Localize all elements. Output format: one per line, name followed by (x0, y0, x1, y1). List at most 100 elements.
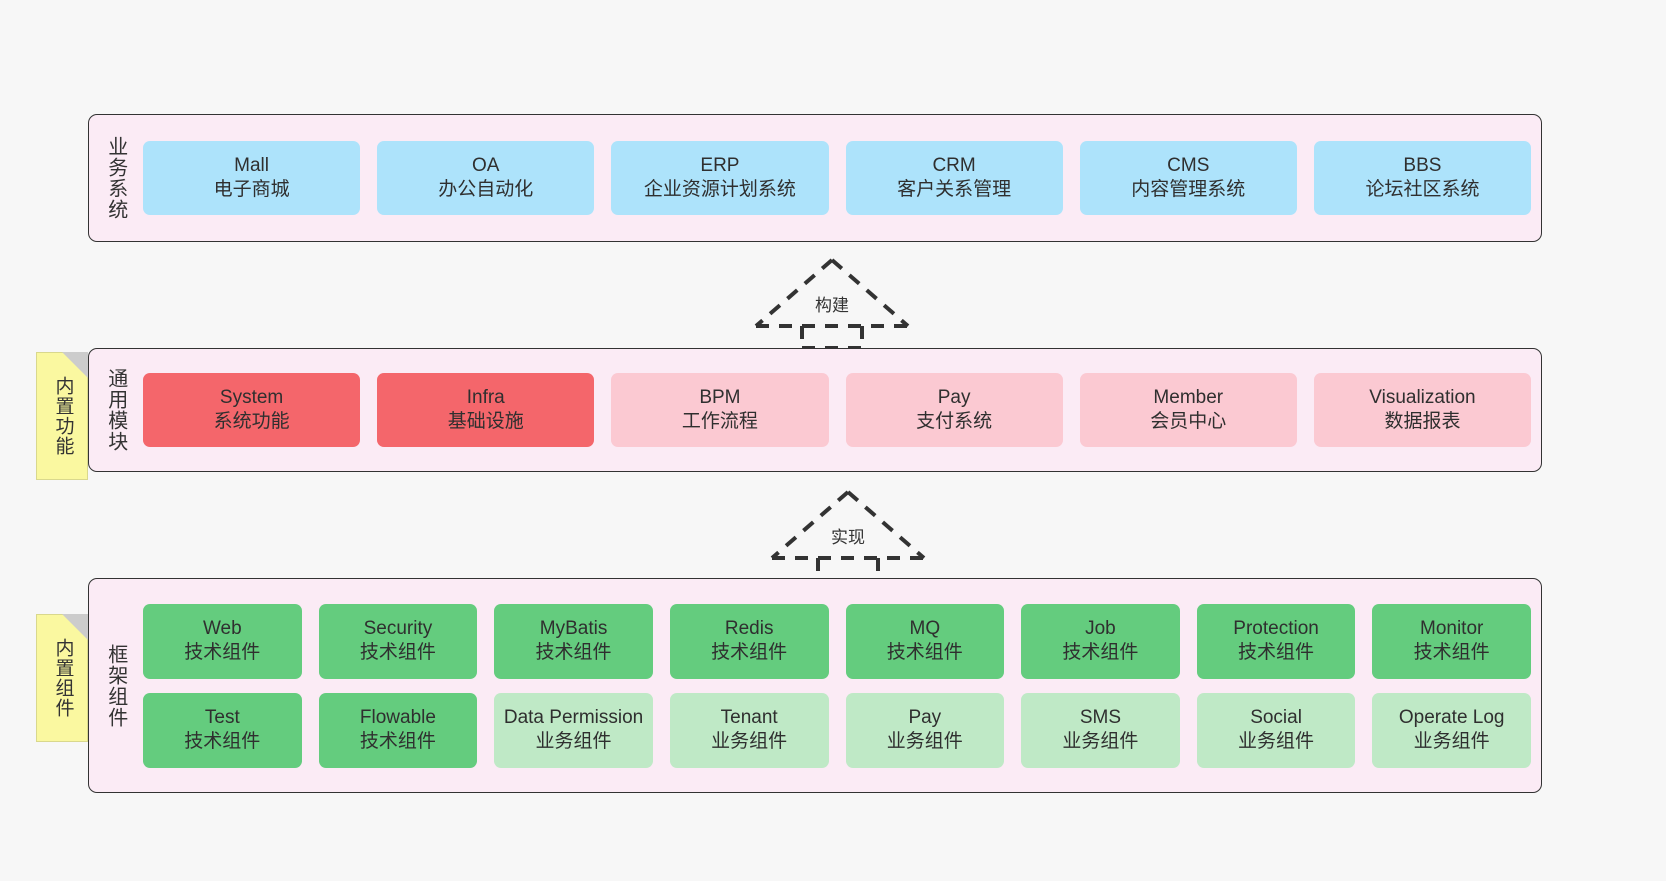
layer-business-systems: 业务系统 Mall 电子商城 OA 办公自动化 ERP 企业资源计划系统 CRM… (88, 114, 1542, 242)
module-name: Infra (466, 387, 505, 409)
module-name: CMS (1167, 155, 1210, 177)
component-subtitle: 技术组件 (359, 642, 436, 663)
component-name: Protection (1233, 618, 1319, 640)
component-subtitle: 技术组件 (886, 642, 963, 663)
module-mall[interactable]: Mall 电子商城 (143, 141, 361, 215)
component-protection[interactable]: Protection 技术组件 (1196, 603, 1356, 679)
module-subtitle: 办公自动化 (438, 179, 534, 200)
component-subtitle: 业务组件 (1413, 731, 1490, 752)
component-subtitle: 技术组件 (1238, 642, 1315, 663)
note-text: 内置功能 (52, 376, 74, 456)
component-tenant[interactable]: Tenant 业务组件 (669, 692, 829, 768)
component-name: Monitor (1420, 618, 1484, 640)
module-name: CRM (932, 155, 976, 177)
component-name: Redis (724, 618, 774, 640)
component-name: Operate Log (1398, 707, 1505, 729)
component-flowable[interactable]: Flowable 技术组件 (318, 692, 478, 768)
component-security[interactable]: Security 技术组件 (318, 603, 478, 679)
module-name: Pay (937, 387, 971, 409)
module-subtitle: 会员中心 (1150, 411, 1227, 432)
row-common-modules: System 系统功能 Infra 基础设施 BPM 工作流程 Pay 支付系统… (143, 373, 1532, 447)
module-subtitle: 内容管理系统 (1131, 179, 1246, 200)
module-subtitle: 电子商城 (213, 179, 290, 200)
module-subtitle: 论坛社区系统 (1365, 179, 1480, 200)
component-name: Pay (908, 707, 942, 729)
component-subtitle: 业务组件 (886, 731, 963, 752)
component-operate-log[interactable]: Operate Log 业务组件 (1372, 692, 1531, 768)
component-mq[interactable]: MQ 技术组件 (845, 603, 1005, 679)
layer-common-modules: 通用模块 System 系统功能 Infra 基础设施 BPM 工作流程 Pay… (88, 348, 1542, 472)
component-test[interactable]: Test 技术组件 (143, 692, 302, 768)
row-business-systems: Mall 电子商城 OA 办公自动化 ERP 企业资源计划系统 CRM 客户关系… (143, 141, 1532, 215)
component-redis[interactable]: Redis 技术组件 (669, 603, 829, 679)
component-name: Web (202, 618, 242, 640)
module-name: BBS (1403, 155, 1442, 177)
component-subtitle: 技术组件 (1062, 642, 1139, 663)
component-subtitle: 技术组件 (535, 642, 612, 663)
layer-title-framework-components: 框架组件 (104, 643, 127, 728)
layer-title-business-systems: 业务系统 (104, 136, 127, 220)
module-name: Member (1153, 387, 1224, 409)
module-system[interactable]: System 系统功能 (143, 373, 361, 447)
layer-body-framework-components: Web 技术组件 Security 技术组件 MyBatis 技术组件 Redi… (131, 587, 1531, 784)
module-subtitle: 企业资源计划系统 (643, 179, 796, 200)
component-subtitle: 技术组件 (1413, 642, 1490, 663)
component-name: Tenant (720, 707, 778, 729)
layer-title-common-modules: 通用模块 (104, 368, 127, 452)
layer-body-common-modules: System 系统功能 Infra 基础设施 BPM 工作流程 Pay 支付系统… (131, 357, 1532, 463)
component-name: Test (204, 707, 240, 729)
component-subtitle: 业务组件 (1062, 731, 1139, 752)
component-name: Security (363, 618, 433, 640)
component-pay[interactable]: Pay 业务组件 (845, 692, 1005, 768)
component-name: SMS (1079, 707, 1122, 729)
module-name: ERP (700, 155, 740, 177)
component-name: Job (1085, 618, 1116, 640)
component-name: MyBatis (539, 618, 608, 640)
component-subtitle: 业务组件 (711, 731, 788, 752)
module-pay[interactable]: Pay 支付系统 (845, 373, 1063, 447)
module-name: BPM (699, 387, 741, 409)
module-cms[interactable]: CMS 内容管理系统 (1079, 141, 1297, 215)
module-erp[interactable]: ERP 企业资源计划系统 (611, 141, 829, 215)
component-name: Social (1250, 707, 1302, 729)
component-mybatis[interactable]: MyBatis 技术组件 (494, 603, 653, 679)
module-subtitle: 数据报表 (1384, 411, 1461, 432)
module-subtitle: 工作流程 (681, 411, 758, 432)
component-social[interactable]: Social 业务组件 (1196, 692, 1356, 768)
component-subtitle: 业务组件 (1238, 731, 1315, 752)
component-name: Data Permission (503, 707, 644, 729)
module-name: OA (472, 155, 500, 177)
component-name: MQ (909, 618, 941, 640)
module-crm[interactable]: CRM 客户关系管理 (845, 141, 1063, 215)
component-sms[interactable]: SMS 业务组件 (1021, 692, 1180, 768)
row-framework-business: Test 技术组件 Flowable 技术组件 Data Permission … (143, 692, 1531, 768)
component-job[interactable]: Job 技术组件 (1021, 603, 1180, 679)
component-monitor[interactable]: Monitor 技术组件 (1372, 603, 1531, 679)
module-name: Visualization (1369, 387, 1476, 409)
note-builtin-components: 内置组件 (36, 614, 88, 742)
module-oa[interactable]: OA 办公自动化 (377, 141, 595, 215)
module-infra[interactable]: Infra 基础设施 (377, 373, 595, 447)
module-bbs[interactable]: BBS 论坛社区系统 (1313, 141, 1532, 215)
row-framework-tech: Web 技术组件 Security 技术组件 MyBatis 技术组件 Redi… (143, 603, 1531, 679)
component-subtitle: 技术组件 (359, 731, 436, 752)
component-subtitle: 技术组件 (184, 731, 261, 752)
module-bpm[interactable]: BPM 工作流程 (611, 373, 829, 447)
module-subtitle: 支付系统 (916, 411, 993, 432)
layer-framework-components: 框架组件 Web 技术组件 Security 技术组件 MyBatis 技术组件… (88, 578, 1542, 793)
component-web[interactable]: Web 技术组件 (143, 603, 302, 679)
note-builtin-functions: 内置功能 (36, 352, 88, 480)
module-subtitle: 系统功能 (213, 411, 290, 432)
note-text: 内置组件 (52, 638, 74, 718)
connector-implement-label: 实现 (828, 523, 868, 548)
module-member[interactable]: Member 会员中心 (1079, 373, 1297, 447)
component-subtitle: 技术组件 (711, 642, 788, 663)
component-data-permission[interactable]: Data Permission 业务组件 (494, 692, 653, 768)
module-name: Mall (234, 155, 269, 177)
module-name: System (219, 387, 284, 409)
module-visualization[interactable]: Visualization 数据报表 (1313, 373, 1532, 447)
component-name: Flowable (359, 707, 436, 729)
layer-body-business-systems: Mall 电子商城 OA 办公自动化 ERP 企业资源计划系统 CRM 客户关系… (131, 123, 1532, 233)
module-subtitle: 客户关系管理 (897, 179, 1012, 200)
